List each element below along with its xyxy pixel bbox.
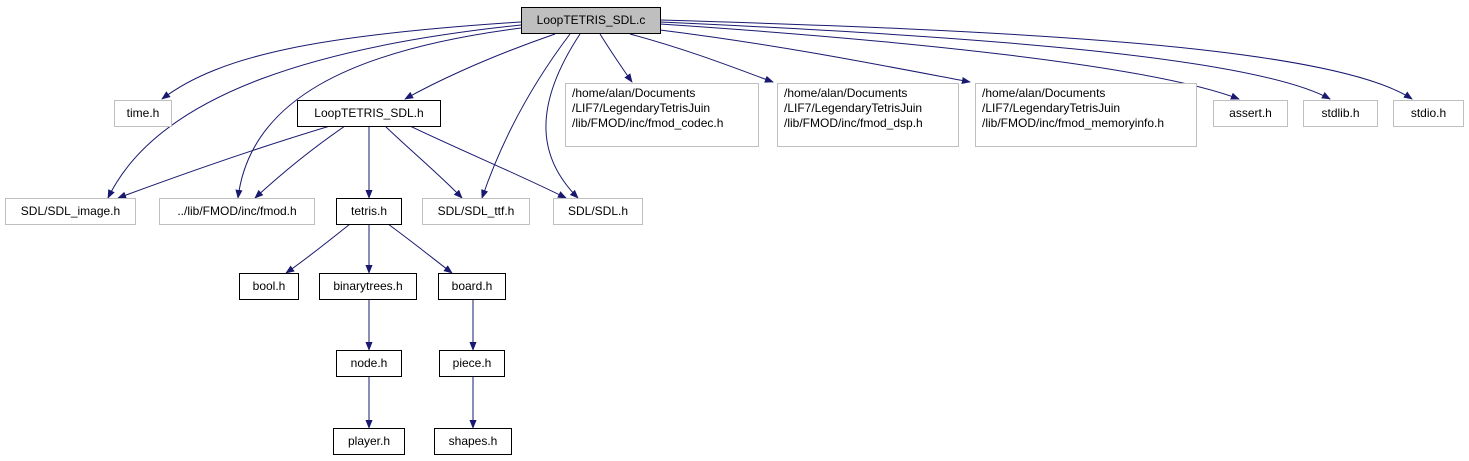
edge-tetris-bool — [285, 223, 351, 274]
node-piece-label: piece.h — [452, 356, 492, 370]
edge-header-sdl-ttf — [384, 125, 463, 199]
node-time-h: time.h — [114, 100, 172, 127]
edge-root-sdl-image — [107, 24, 522, 199]
edge-root-sdl — [545, 33, 581, 199]
node-board-h[interactable]: board.h — [438, 273, 506, 300]
fmod-dsp-line-3: /lib/FMOD/inc/fmod_dsp.h — [784, 116, 923, 130]
node-looptetris-header[interactable]: LoopTETRIS_SDL.h — [297, 100, 441, 127]
fmod-dsp-line-2: /LIF7/LegendaryTetrisJuin — [784, 101, 923, 115]
node-tetris-h[interactable]: tetris.h — [336, 198, 402, 225]
node-player-h[interactable]: player.h — [333, 428, 405, 455]
node-sdl-h: SDL/SDL.h — [553, 198, 643, 225]
edge-header-sdl — [409, 125, 567, 199]
node-looptetris-header-label: LoopTETRIS_SDL.h — [314, 106, 424, 120]
fmod-memoryinfo-line-3: /lib/FMOD/inc/fmod_memoryinfo.h — [982, 116, 1165, 130]
node-tetris-label: tetris.h — [350, 204, 387, 218]
fmod-memoryinfo-line-2: /LIF7/LegendaryTetrisJuin — [982, 101, 1121, 115]
node-root-label: LoopTETRIS_SDL.c — [536, 13, 646, 27]
edge-header-fmod — [254, 125, 346, 199]
edge-root-fmod — [235, 27, 522, 199]
node-stdio-label: stdio.h — [1410, 106, 1447, 120]
fmod-codec-line-1: /home/alan/Documents — [572, 86, 696, 100]
node-player-label: player.h — [347, 434, 391, 448]
node-assert-h: assert.h — [1213, 100, 1288, 127]
node-stdlib-h: stdlib.h — [1303, 100, 1378, 127]
node-assert-label: assert.h — [1229, 106, 1272, 120]
node-bool-label: bool.h — [252, 279, 286, 293]
edge-root-stdlib — [659, 21, 1331, 100]
node-sdl-label: SDL/SDL.h — [567, 204, 629, 218]
node-sdl-ttf-label: SDL/SDL_ttf.h — [437, 204, 515, 218]
node-fmod-label: ../lib/FMOD/inc/fmod.h — [177, 204, 297, 218]
edge-tetris-board — [387, 223, 453, 274]
node-stdio-h: stdio.h — [1393, 100, 1464, 127]
node-root-file[interactable]: LoopTETRIS_SDL.c — [521, 7, 661, 34]
edge-root-fmod-memoryinfo — [659, 29, 971, 85]
fmod-codec-line-3: /lib/FMOD/inc/fmod_codec.h — [572, 116, 724, 130]
edge-root-time — [161, 21, 522, 100]
node-node-h[interactable]: node.h — [336, 350, 402, 377]
edge-root-fmod-codec — [599, 33, 633, 83]
node-board-label: board.h — [451, 279, 493, 293]
node-fmod-codec-h: /home/alan/Documents /LIF7/LegendaryTetr… — [565, 83, 759, 147]
node-fmod-dsp-h: /home/alan/Documents /LIF7/LegendaryTetr… — [777, 83, 959, 147]
node-time-label: time.h — [126, 106, 160, 120]
fmod-memoryinfo-line-1: /home/alan/Documents — [982, 86, 1106, 100]
fmod-codec-line-2: /LIF7/LegendaryTetrisJuin — [572, 101, 711, 115]
node-shapes-h[interactable]: shapes.h — [434, 428, 512, 455]
node-binarytrees-h[interactable]: binarytrees.h — [319, 273, 417, 300]
node-node-label: node.h — [350, 356, 388, 370]
node-stdlib-label: stdlib.h — [1321, 106, 1360, 120]
edge-root-header — [404, 33, 556, 100]
node-sdl-image-label: SDL/SDL_image.h — [20, 204, 121, 218]
edge-root-stdio — [659, 19, 1413, 100]
node-sdl-image-h: SDL/SDL_image.h — [5, 198, 136, 225]
node-binarytrees-label: binarytrees.h — [333, 279, 403, 293]
node-bool-h[interactable]: bool.h — [239, 273, 299, 300]
edge-root-fmod-dsp — [629, 33, 774, 83]
fmod-dsp-line-1: /home/alan/Documents — [784, 86, 908, 100]
node-shapes-label: shapes.h — [448, 434, 498, 448]
node-piece-h[interactable]: piece.h — [439, 350, 505, 377]
edge-header-sdl-image — [117, 125, 331, 199]
node-fmod-memoryinfo-h: /home/alan/Documents /LIF7/LegendaryTetr… — [975, 83, 1197, 147]
node-fmod-h: ../lib/FMOD/inc/fmod.h — [159, 198, 315, 225]
edge-root-sdl-ttf — [481, 33, 571, 199]
node-sdl-ttf-h: SDL/SDL_ttf.h — [422, 198, 530, 225]
